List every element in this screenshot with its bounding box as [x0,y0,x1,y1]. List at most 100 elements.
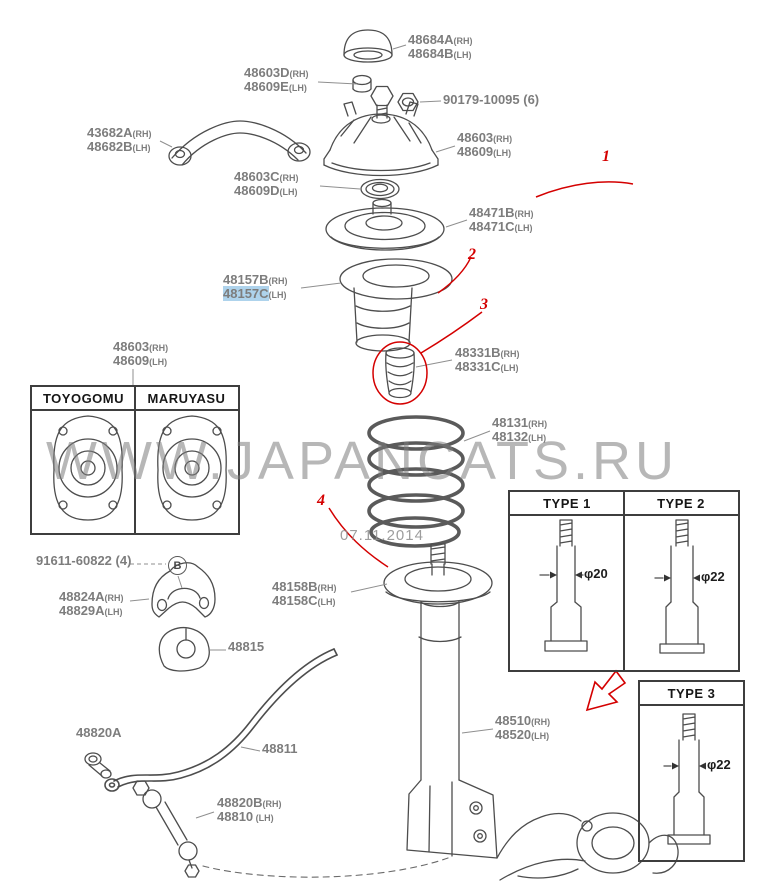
part-label-48157: 48157B(RH)48157C(LH) [223,273,288,301]
part-number: 48471B [469,205,515,220]
callout-number-4: 4 [317,492,325,509]
part-side-suffix: (LH) [279,187,298,197]
part-side-suffix: (LH) [528,433,547,443]
hidden-connection-dashed-line [202,857,449,878]
part-label-48811: 48811 [262,742,297,756]
part-number: 48132 [492,429,529,444]
part-number: 90179-10095 (6) [443,92,540,107]
part-number: 48331B [455,345,501,360]
part-label-48603c: 48603C(RH)48609D(LH) [234,170,299,198]
part-number: 48603C [234,169,280,184]
bump-stopper-highlight-ellipse [372,341,428,405]
part-number: 91611-60822 (4) [36,553,132,568]
type3-header: TYPE 3 [667,685,716,701]
part-side-suffix: (RH) [279,173,299,183]
part-number: 48609 [457,144,494,159]
callout-number-3: 3 [480,296,488,313]
part-number: 48824A [59,589,105,604]
part-side-suffix: (RH) [317,583,337,593]
part-side-suffix: (LH) [514,223,533,233]
part-side-suffix: (RH) [104,593,124,603]
part-side-suffix: (LH) [253,813,274,823]
part-side-suffix: (RH) [500,349,520,359]
type-1-2-box: TYPE 1 TYPE 2 [508,490,740,672]
type1-diameter-label: φ20 [584,566,608,581]
part-number: 48682B [87,139,133,154]
part-side-suffix: (LH) [149,357,168,367]
callout-1-curve [535,181,634,198]
part-number: 48158B [272,579,318,594]
brand-box-divider [134,387,136,533]
part-side-suffix: (LH) [500,363,519,373]
part-label-91611: 91611-60822 (4) [36,554,131,568]
type2-diameter-label: φ22 [701,569,725,584]
part-number: 43682A [87,125,133,140]
part-number: 48131 [492,415,529,430]
steering-knuckle-drawing [496,812,679,881]
part-label-48603d: 48603D(RH)48609E(LH) [244,66,309,94]
part-side-suffix: (LH) [317,597,336,607]
part-number: 48331C [455,359,501,374]
maruyasu-mount-top-view [157,415,227,521]
brand-header-maruyasu: MARUYASU [147,390,226,406]
part-number: 48820A [76,725,122,740]
stabilizer-bushing-drawing [158,627,210,672]
part-side-suffix: (RH) [268,276,288,286]
callout-2-curve [437,256,472,294]
stabilizer-link-drawing [132,780,200,878]
part-number: 48815 [228,639,265,654]
type2-rod-drawing [654,519,705,654]
part-label-90179: 90179-10095 (6) [443,93,539,107]
part-side-suffix: (RH) [149,343,169,353]
part-label-48603-brand: 48603(RH)48609(LH) [113,340,168,368]
part-number: 48603 [113,339,150,354]
type-3-box: TYPE 3 [638,680,745,862]
watermark-date: 07.11.2014 [340,527,424,544]
part-side-suffix: (RH) [528,419,548,429]
part-side-suffix: (RH) [531,717,551,727]
part-number: 48520 [495,727,532,742]
part-number: 48609E [244,79,289,94]
coil-spring-drawing [367,415,465,548]
part-number: 48820B [217,795,263,810]
part-label-48603-mount: 48603(RH)48609(LH) [457,131,512,159]
type2-header: TYPE 2 [657,495,705,511]
part-side-suffix: (LH) [132,143,151,153]
part-side-suffix: (RH) [514,209,534,219]
type-box-divider [623,492,625,670]
part-label-48684: 48684A(RH)48684B(LH) [408,33,473,61]
bearing-drawing [360,178,400,200]
support-washer-drawing [352,74,372,93]
brand-header-toyogomu: TOYOGOMU [42,390,125,406]
stabilizer-bar-drawing [104,648,338,792]
part-number: 48609D [234,183,280,198]
stabilizer-bolt-drawing [84,752,112,779]
part-label-48820b: 48820B(RH) 48810 (LH) [217,796,282,824]
part-side-suffix: (LH) [104,607,123,617]
part-number: 48158C [272,593,318,608]
fastener-mark-b: B [168,556,187,575]
watermark-site: WWW.JAPANCATS.RU [46,431,678,491]
shock-absorber-drawing [383,543,498,859]
callout-number-1: 1 [602,148,610,165]
suspension-support-arm-drawing [168,120,311,166]
part-side-suffix: (LH) [288,83,307,93]
upper-spring-seat-drawing [325,198,445,251]
part-side-suffix: (LH) [268,290,287,300]
part-number: 48684B [408,46,454,61]
part-label-48815: 48815 [228,640,264,654]
part-number: 48603D [244,65,290,80]
part-side-suffix: (RH) [262,799,282,809]
part-number: 48609 [113,353,150,368]
part-number: 48810 [217,809,254,824]
part-number: 48829A [59,603,105,618]
part-side-suffix: (LH) [453,50,472,60]
part-number: 48684A [408,32,454,47]
part-label-48131: 48131(RH)48132(LH) [492,416,547,444]
part-number: 48603 [457,130,494,145]
toyogomu-mount-top-view [53,415,123,521]
callout-3-leader [420,311,483,354]
dimension-arrowheads [550,571,706,770]
